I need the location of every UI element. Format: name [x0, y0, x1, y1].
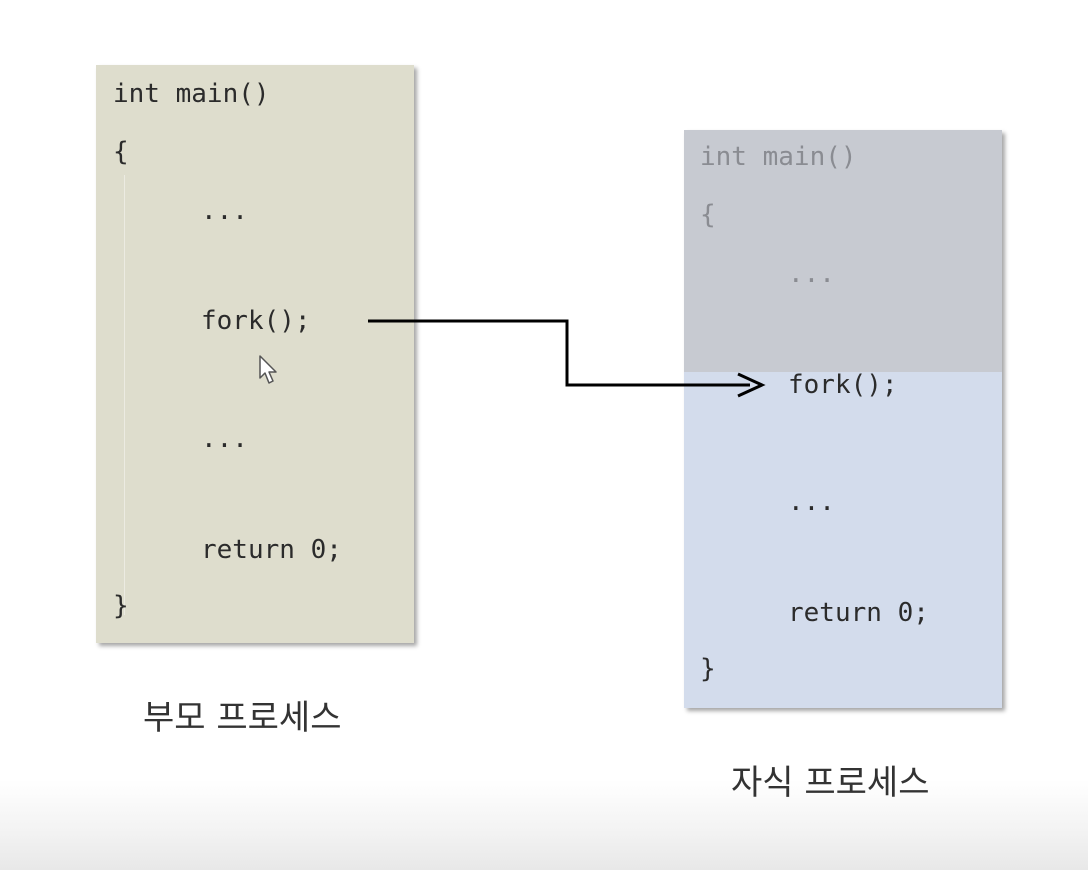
- child-line-6: return 0;: [788, 598, 929, 628]
- parent-line-1: int main(): [113, 79, 270, 109]
- parent-line-2: {: [113, 137, 129, 167]
- child-line-7: }: [700, 654, 716, 684]
- child-code-box: int main() { ... fork(); ... return 0; }: [684, 130, 1002, 708]
- child-line-2: {: [700, 200, 716, 230]
- parent-line-6: return 0;: [201, 535, 342, 565]
- indent-guide: [124, 175, 125, 615]
- mouse-pointer-icon: [259, 355, 277, 384]
- parent-code-box: int main() { ... fork(); ... return 0; }: [96, 65, 414, 643]
- parent-line-3: ...: [201, 196, 248, 226]
- parent-line-5: ...: [201, 424, 248, 454]
- child-caption: 자식 프로세스: [731, 763, 930, 803]
- child-line-3: ...: [788, 259, 835, 289]
- child-line-4: fork();: [788, 370, 898, 400]
- child-line-1: int main(): [700, 142, 857, 172]
- parent-caption: 부모 프로세스: [143, 698, 342, 738]
- child-line-5: ...: [788, 487, 835, 517]
- parent-line-4: fork();: [201, 306, 311, 336]
- parent-line-7: }: [113, 591, 129, 621]
